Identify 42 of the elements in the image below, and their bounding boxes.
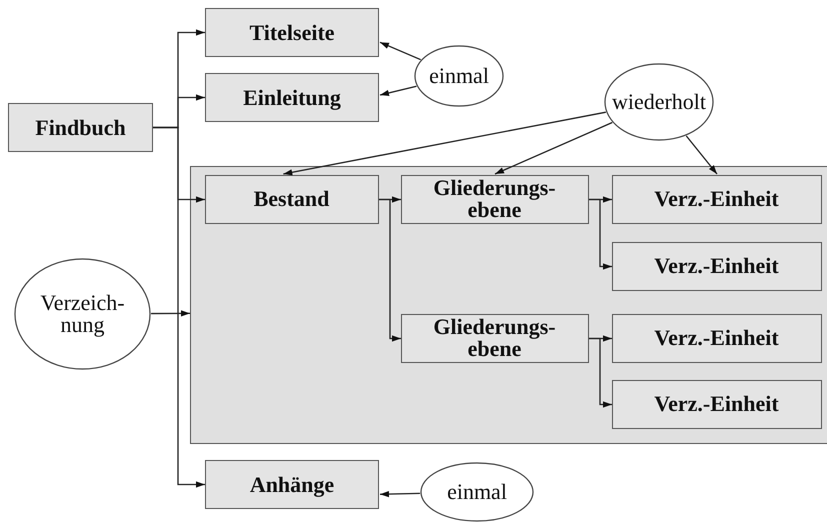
ellipse-node	[420, 462, 534, 522]
node-label: wiederholt	[612, 91, 706, 113]
node-label: Bestand	[254, 188, 330, 210]
arrow	[494, 122, 612, 175]
arrow	[151, 310, 190, 317]
arrow	[380, 490, 420, 498]
process-box	[612, 174, 822, 224]
node-label: Verzeich- nung	[39, 292, 126, 336]
process-box	[205, 8, 379, 57]
arrow	[153, 126, 205, 488]
arrow	[589, 198, 612, 270]
process-box	[205, 460, 379, 509]
node-label: Verz.-Einheit	[654, 327, 779, 349]
node-label: einmal	[447, 481, 507, 503]
node-label: Findbuch	[35, 116, 126, 138]
ellipse-node	[14, 258, 151, 370]
arrow	[379, 198, 401, 342]
process-box	[400, 314, 588, 362]
node-label: einmal	[429, 65, 489, 87]
node-label: Gliederungs- ebene	[432, 177, 557, 221]
process-box	[8, 103, 153, 152]
node-label: Verz.-Einheit	[654, 393, 779, 415]
group-panel	[190, 166, 827, 444]
ellipse-node	[604, 63, 714, 141]
process-box	[612, 314, 822, 362]
node-label: Titelseite	[249, 22, 335, 44]
arrow	[283, 112, 606, 176]
node-label: Gliederungs- ebene	[432, 316, 557, 360]
ellipse-node	[414, 45, 504, 107]
process-box	[204, 174, 378, 224]
arrow	[380, 42, 421, 60]
node-label: Verz.-Einheit	[654, 255, 779, 277]
process-box	[205, 73, 379, 122]
node-label: Anhänge	[250, 474, 334, 496]
arrow	[380, 86, 417, 96]
process-box	[400, 174, 588, 224]
arrow	[686, 135, 718, 174]
process-box	[612, 242, 822, 290]
node-label: Einleitung	[243, 86, 341, 108]
process-box	[612, 380, 822, 428]
arrow	[589, 338, 612, 408]
node-label: Verz.-Einheit	[654, 188, 779, 210]
